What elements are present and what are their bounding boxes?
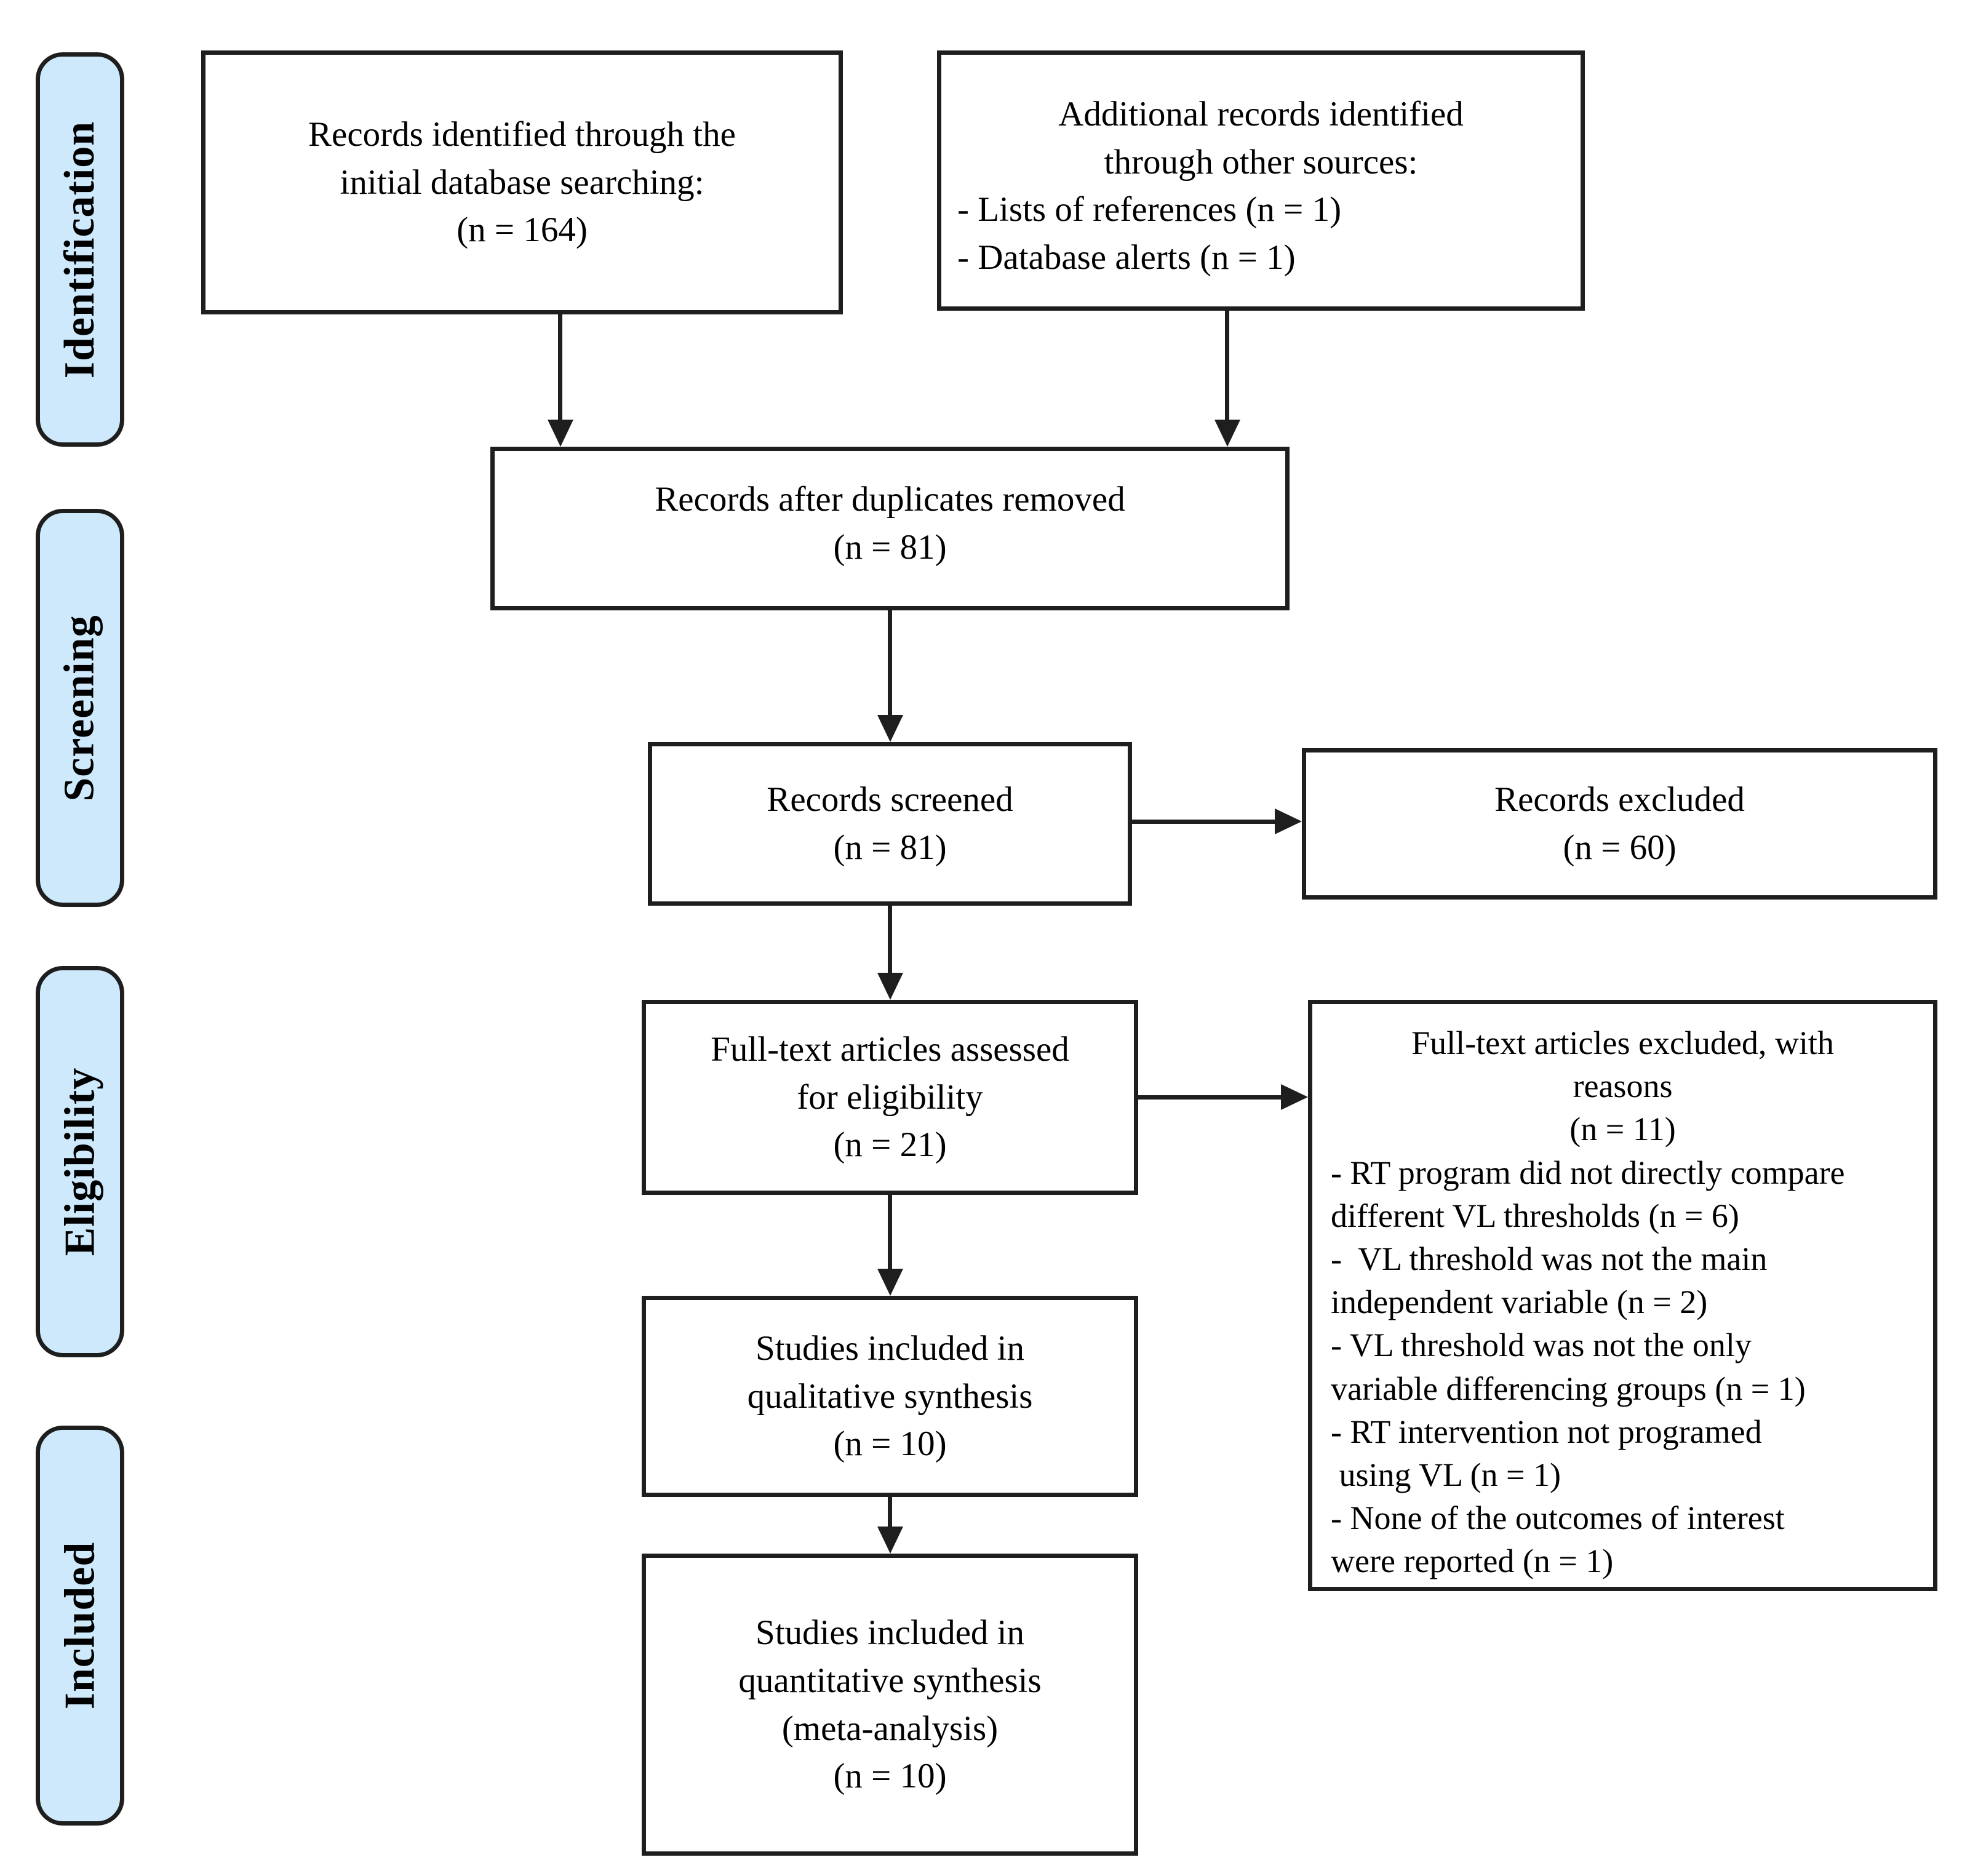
- quantitative-synthesis-count: (n = 10): [833, 1757, 947, 1796]
- qualitative-synthesis-count: (n = 10): [833, 1424, 947, 1464]
- duplicates-removed-count: (n = 81): [833, 527, 947, 567]
- stage-label: Screening: [56, 614, 104, 802]
- stage-eligibility: Eligibility: [36, 966, 124, 1357]
- qualitative-synthesis-text: Studies included in: [756, 1329, 1024, 1368]
- exclusion-reason: using VL (n = 1): [1331, 1456, 1561, 1493]
- records-identified-box: Records identified through the initial d…: [201, 50, 843, 314]
- fulltext-excluded-box: Full-text articles excluded, with reason…: [1308, 1000, 1937, 1591]
- additional-records-box: Additional records identified through ot…: [937, 50, 1585, 311]
- arrow-down-icon: [1214, 420, 1240, 447]
- additional-source-item: - Lists of references (n = 1): [957, 190, 1342, 230]
- stage-identification: Identification: [36, 52, 124, 447]
- exclusion-reason: variable differencing groups (n = 1): [1331, 1370, 1806, 1407]
- arrow-right-icon: [1275, 808, 1302, 834]
- additional-records-text: Additional records identified: [1058, 95, 1464, 134]
- records-excluded-text: Records excluded: [1494, 780, 1745, 820]
- arrow-down-icon: [877, 1527, 903, 1554]
- records-identified-text: Records identified through the: [308, 115, 736, 154]
- arrow-right-icon: [1281, 1084, 1308, 1110]
- additional-source-item: - Database alerts (n = 1): [957, 237, 1296, 277]
- stage-included: Included: [36, 1426, 124, 1826]
- additional-records-text: through other sources:: [1104, 142, 1418, 182]
- records-excluded-box: Records excluded (n = 60): [1302, 748, 1937, 900]
- qualitative-synthesis-box: Studies included in qualitative synthesi…: [642, 1296, 1138, 1497]
- fulltext-excluded-text: Full-text articles excluded, with: [1411, 1024, 1834, 1061]
- stage-label: Included: [56, 1541, 103, 1710]
- arrow-line: [1225, 309, 1229, 421]
- exclusion-reason: - VL threshold was not the main: [1331, 1240, 1768, 1277]
- arrow-line: [888, 906, 892, 974]
- stage-screening: Screening: [36, 509, 124, 907]
- exclusion-reason: - RT intervention not programed: [1331, 1413, 1762, 1450]
- arrow-line: [558, 314, 562, 421]
- exclusion-reason: - None of the outcomes of interest: [1331, 1499, 1785, 1537]
- records-identified-text: initial database searching:: [340, 162, 704, 202]
- records-screened-text: Records screened: [767, 780, 1013, 820]
- arrow-line: [1132, 820, 1276, 824]
- exclusion-reason: independent variable (n = 2): [1331, 1283, 1708, 1321]
- arrow-down-icon: [548, 420, 573, 447]
- records-excluded-count: (n = 60): [1563, 828, 1677, 867]
- exclusion-reason: - RT program did not directly compare: [1331, 1154, 1845, 1191]
- quantitative-synthesis-text: (meta-analysis): [781, 1709, 999, 1748]
- duplicates-removed-box: Records after duplicates removed (n = 81…: [490, 447, 1290, 610]
- arrow-down-icon: [877, 715, 903, 742]
- arrow-line: [888, 610, 892, 716]
- fulltext-assessed-text: Full-text articles assessed: [711, 1030, 1069, 1069]
- arrow-line: [1138, 1095, 1282, 1100]
- exclusion-reason: different VL thresholds (n = 6): [1331, 1197, 1739, 1234]
- stage-label: Eligibility: [56, 1067, 103, 1256]
- arrow-down-icon: [877, 973, 903, 1000]
- records-screened-box: Records screened (n = 81): [648, 742, 1132, 906]
- arrow-line: [888, 1497, 892, 1529]
- exclusion-reason: were reported (n = 1): [1331, 1543, 1614, 1580]
- fulltext-assessed-count: (n = 21): [833, 1125, 947, 1165]
- arrow-down-icon: [877, 1269, 903, 1296]
- fulltext-excluded-count: (n = 11): [1569, 1111, 1676, 1148]
- qualitative-synthesis-text: qualitative synthesis: [747, 1376, 1033, 1416]
- records-identified-count: (n = 164): [457, 210, 588, 250]
- quantitative-synthesis-box: Studies included in quantitative synthes…: [642, 1554, 1138, 1856]
- fulltext-assessed-text: for eligibility: [797, 1077, 983, 1117]
- records-screened-count: (n = 81): [833, 828, 947, 867]
- duplicates-removed-text: Records after duplicates removed: [655, 480, 1125, 519]
- fulltext-assessed-box: Full-text articles assessed for eligibil…: [642, 1000, 1138, 1195]
- fulltext-excluded-text: reasons: [1573, 1068, 1673, 1105]
- quantitative-synthesis-text: Studies included in: [756, 1613, 1024, 1653]
- arrow-line: [888, 1195, 892, 1270]
- quantitative-synthesis-text: quantitative synthesis: [738, 1661, 1042, 1700]
- stage-label: Identification: [56, 121, 104, 378]
- exclusion-reason: - VL threshold was not the only: [1331, 1327, 1752, 1364]
